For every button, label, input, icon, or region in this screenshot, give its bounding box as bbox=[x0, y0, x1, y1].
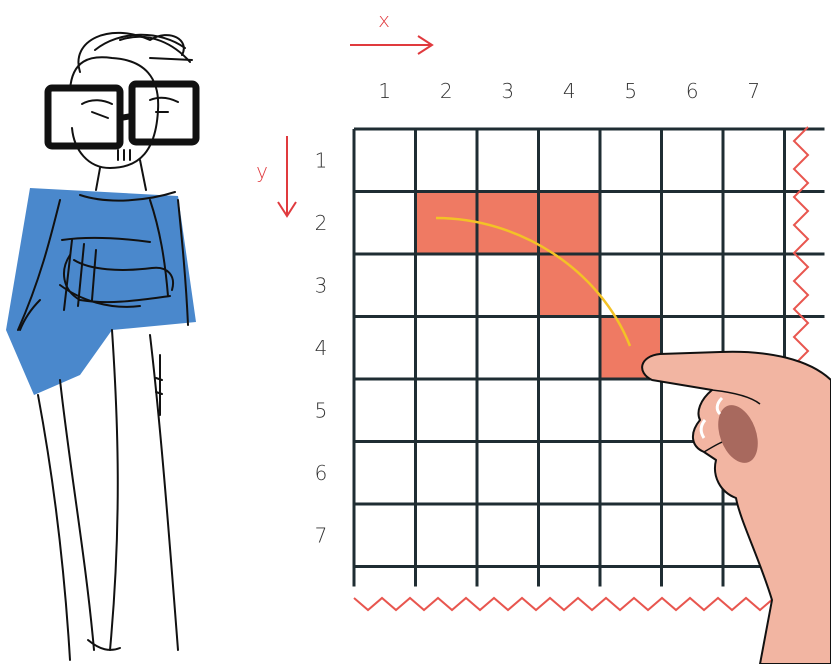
sketched-person bbox=[6, 33, 196, 660]
x-tick-label: 4 bbox=[563, 79, 576, 103]
y-tick-label: 1 bbox=[315, 148, 328, 172]
x-tick-label: 6 bbox=[686, 79, 699, 103]
glasses-left-lens bbox=[48, 88, 120, 146]
highlighted-cell bbox=[539, 192, 601, 255]
bottom-torn-edge bbox=[354, 598, 788, 610]
x-tick-label: 1 bbox=[378, 79, 391, 103]
x-axis-label: x bbox=[378, 8, 390, 32]
y-tick-label: 3 bbox=[315, 273, 328, 297]
x-tick-label: 2 bbox=[440, 79, 453, 103]
y-axis-indicator: y bbox=[256, 136, 296, 216]
x-tick-label: 7 bbox=[747, 79, 760, 103]
y-tick-labels: 1 2 3 4 5 6 7 bbox=[315, 148, 328, 547]
y-tick-label: 5 bbox=[315, 398, 328, 422]
x-tick-label: 5 bbox=[624, 79, 637, 103]
y-tick-label: 7 bbox=[315, 523, 328, 547]
y-tick-label: 6 bbox=[315, 461, 328, 485]
y-tick-label: 2 bbox=[315, 211, 328, 235]
y-tick-label: 4 bbox=[315, 336, 328, 360]
x-axis-indicator: x bbox=[350, 8, 432, 54]
x-tick-label: 3 bbox=[501, 79, 514, 103]
x-tick-labels: 1 2 3 4 5 6 7 bbox=[378, 79, 760, 103]
highlighted-cell bbox=[416, 192, 478, 255]
y-axis-label: y bbox=[256, 159, 268, 183]
pointing-hand bbox=[642, 352, 831, 664]
